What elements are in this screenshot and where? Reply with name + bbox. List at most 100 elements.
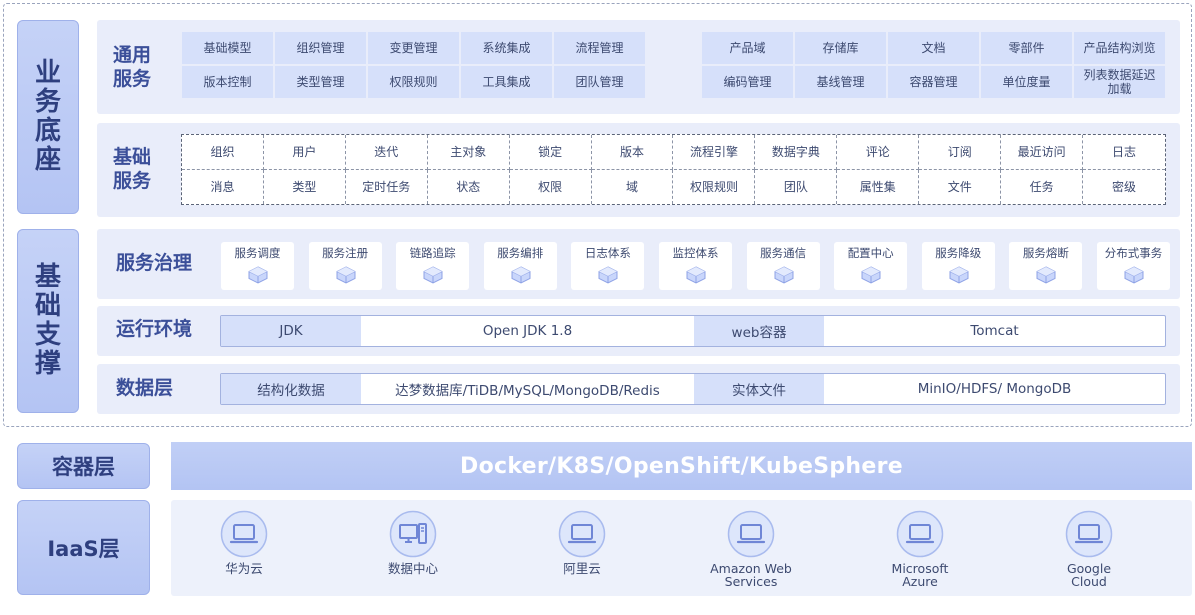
governance-item: 服务调度 (221, 242, 294, 290)
cloud-provider-label: 数据中心 (387, 561, 438, 576)
cloud-provider-label: Google Cloud (1066, 561, 1112, 589)
governance-item-label: 链路追踪 (409, 246, 456, 260)
base-service-item: 评论 (837, 135, 920, 170)
governance-item: 配置中心 (834, 242, 908, 290)
data-storage: MinIO/HDFS/ MongoDB (917, 381, 1072, 397)
laptop-icon (1065, 510, 1113, 558)
laptop-icon (220, 510, 268, 558)
governance-item: 服务注册 (308, 242, 382, 290)
cube-icon (423, 266, 443, 284)
common-service-item: 变更管理 (368, 32, 459, 64)
section-business-base: 业务底座 (17, 20, 79, 214)
cube-icon (336, 266, 356, 284)
common-service-item: 编码管理 (702, 66, 793, 98)
governance-item-label: 配置中心 (847, 246, 894, 260)
cloud-provider: Microsoft Azure (865, 510, 975, 600)
base-service-item: 任务 (1001, 169, 1084, 204)
cloud-provider: 华为云 (189, 510, 299, 600)
data-layer-title: 数据层 (116, 377, 174, 399)
governance-item-label: 服务调度 (234, 246, 281, 260)
common-service-item: 类型管理 (275, 66, 366, 98)
governance-item-label: 服务降级 (935, 246, 982, 260)
laptop-icon (896, 510, 944, 558)
cube-icon (686, 266, 706, 284)
common-service-item: 列表数据延迟加载 (1074, 66, 1165, 98)
base-service-item: 版本 (591, 135, 674, 170)
cloud-provider-label: Amazon Web Services (710, 561, 792, 589)
base-service-item: 组织 (182, 135, 264, 170)
governance-title: 服务治理 (116, 252, 193, 274)
governance-item: 服务通信 (746, 242, 820, 290)
base-service-item: 流程引擎 (673, 135, 756, 170)
common-service-item: 版本控制 (182, 66, 273, 98)
governance-item: 链路追踪 (396, 242, 470, 290)
container-bar-text: Docker/K8S/OpenShift/KubeSphere (460, 453, 903, 479)
common-service-item: 容器管理 (888, 66, 979, 98)
governance-item: 服务编排 (483, 242, 557, 290)
base-service-item: 密级 (1083, 169, 1165, 204)
laptop-icon (727, 510, 775, 558)
runtime-jdk: JDK (221, 316, 361, 346)
base-service-item: 类型 (263, 169, 346, 204)
common-service-item: 流程管理 (554, 32, 645, 64)
cube-icon (861, 266, 881, 284)
base-service-item: 域 (591, 169, 674, 204)
base-service-item: 权限 (509, 169, 592, 204)
data-structured: 结构化数据 (221, 374, 361, 404)
governance-item-label: 服务熔断 (1022, 246, 1069, 260)
cloud-provider: 数据中心 (358, 510, 468, 600)
governance-item: 监控体系 (659, 242, 732, 290)
data-layer-bar: 结构化数据 达梦数据库/TiDB/MySQL/MongoDB/Redis 实体文… (220, 373, 1166, 405)
common-service-item: 单位度量 (981, 66, 1072, 98)
common-service-item: 产品域 (702, 32, 793, 64)
base-service-item: 数据字典 (755, 135, 838, 170)
common-service-item: 文档 (888, 32, 979, 64)
cloud-provider: Google Cloud (1034, 510, 1144, 600)
base-service-item: 权限规则 (673, 169, 756, 204)
runtime-tomcat: Tomcat (970, 323, 1019, 339)
governance-item-label: 服务编排 (497, 246, 544, 260)
base-service-item: 团队 (755, 169, 838, 204)
common-services-title: 通用服务 (113, 44, 152, 90)
common-service-item: 产品结构浏览 (1074, 32, 1165, 64)
governance-item: 分布式事务 (1097, 242, 1170, 290)
common-service-item: 系统集成 (461, 32, 552, 64)
runtime-title: 运行环境 (116, 318, 193, 340)
base-services-title: 基础服务 (113, 146, 152, 192)
common-service-item: 基础模型 (182, 32, 273, 64)
cube-icon (511, 266, 531, 284)
cloud-provider-label: 阿里云 (563, 561, 601, 576)
base-service-item: 锁定 (509, 135, 592, 170)
cube-icon (598, 266, 618, 284)
base-service-item: 最近访问 (1001, 135, 1084, 170)
governance-item-label: 分布式事务 (1104, 246, 1163, 260)
common-service-item: 存储库 (795, 32, 886, 64)
base-service-item: 状态 (427, 169, 510, 204)
common-service-item: 权限规则 (368, 66, 459, 98)
common-service-item: 团队管理 (554, 66, 645, 98)
desktop-server-icon (389, 510, 437, 558)
runtime-openjdk: Open JDK 1.8 (482, 323, 573, 339)
governance-item-label: 日志体系 (584, 246, 631, 260)
base-service-item: 消息 (182, 169, 264, 204)
runtime-web-container: web容器 (694, 316, 824, 346)
cube-icon (949, 266, 969, 284)
base-service-item: 属性集 (837, 169, 920, 204)
cube-icon (248, 266, 268, 284)
iaas-panel (171, 500, 1192, 596)
base-service-item: 用户 (263, 135, 346, 170)
base-service-item: 日志 (1083, 135, 1165, 170)
platform-frame (3, 3, 1192, 427)
container-bar: Docker/K8S/OpenShift/KubeSphere (171, 442, 1192, 490)
governance-item-label: 监控体系 (672, 246, 719, 260)
base-service-item: 迭代 (345, 135, 428, 170)
base-services-grid: 组织用户迭代主对象锁定版本流程引擎数据字典评论订阅最近访问日志消息类型定时任务状… (181, 134, 1166, 205)
cube-icon (774, 266, 794, 284)
base-service-item: 文件 (919, 169, 1002, 204)
base-service-item: 主对象 (427, 135, 510, 170)
cube-icon (1036, 266, 1056, 284)
common-service-item: 工具集成 (461, 66, 552, 98)
cloud-provider-label: Microsoft Azure (891, 561, 949, 589)
data-files: 实体文件 (694, 374, 824, 404)
governance-item: 日志体系 (571, 242, 645, 290)
